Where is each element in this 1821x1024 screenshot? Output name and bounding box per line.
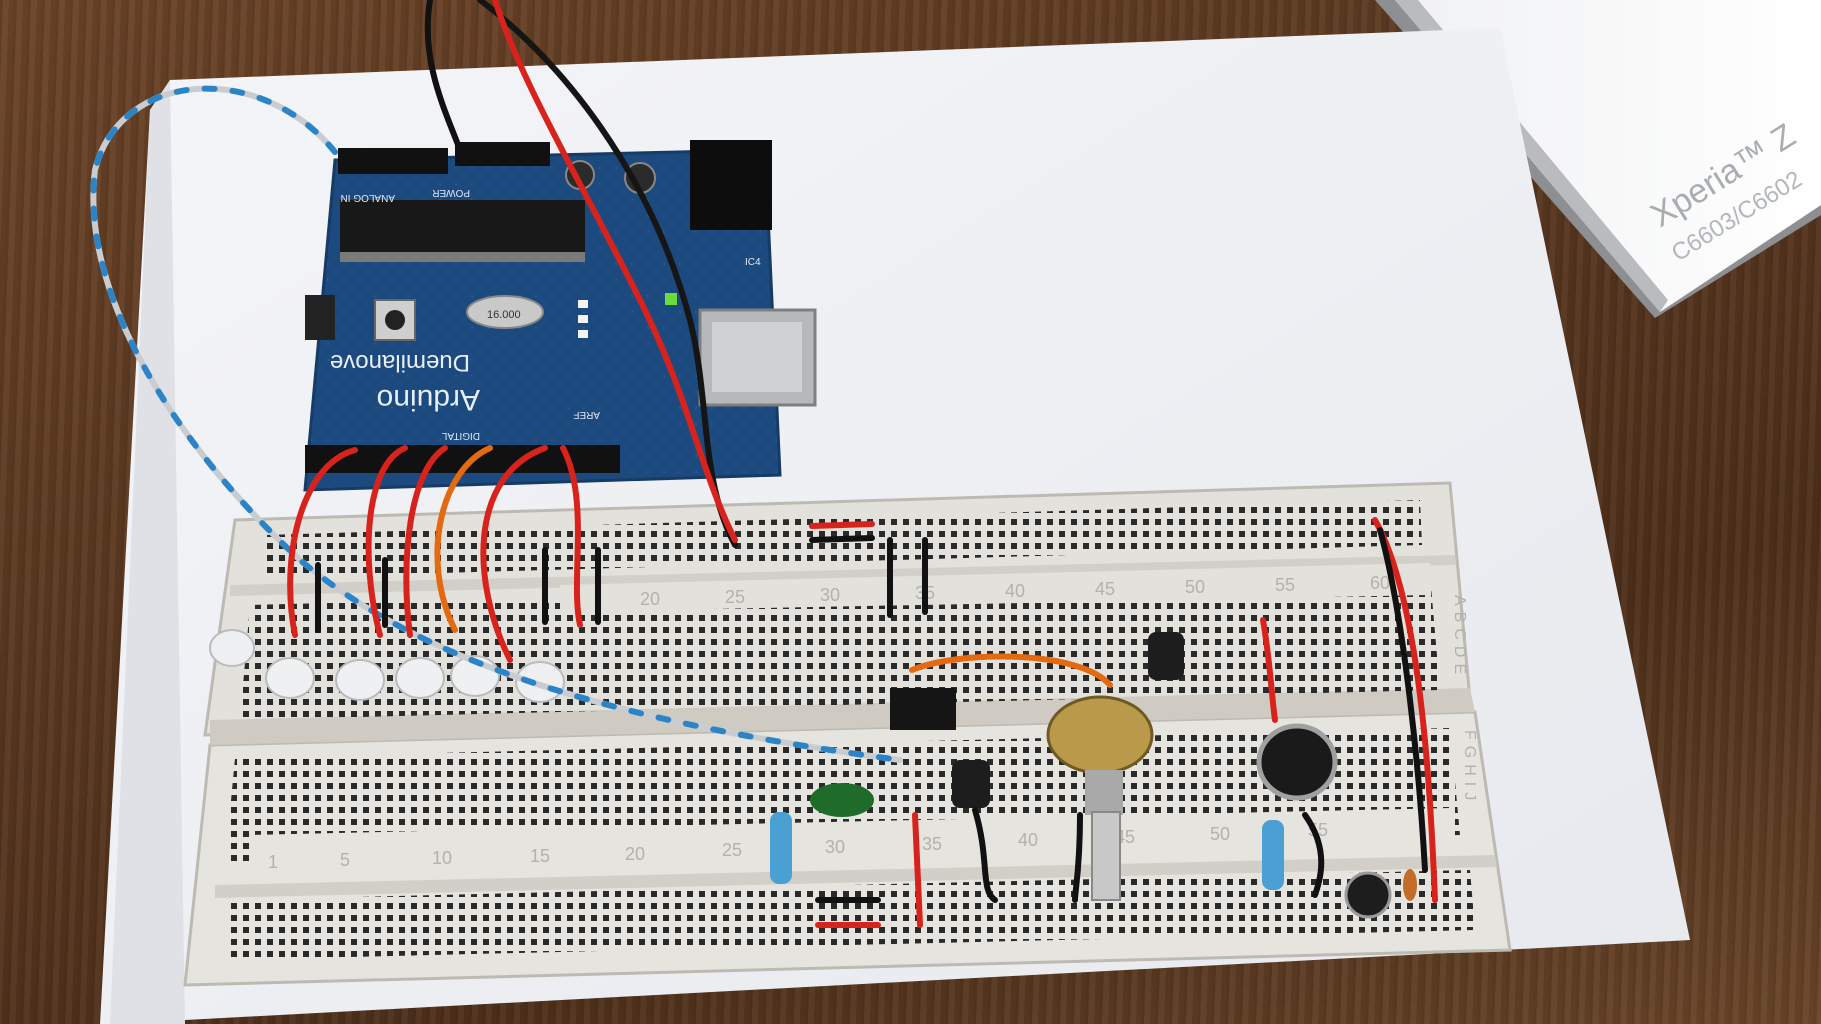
col-label-30: 30 [820, 585, 840, 605]
led-2 [265, 657, 315, 699]
crystal-label: 16.000 [487, 309, 521, 321]
col-label-55: 55 [1275, 575, 1295, 595]
led-4 [395, 657, 445, 699]
col-label-45: 45 [1095, 579, 1115, 599]
col-label-25: 25 [725, 587, 745, 607]
resistor-1 [770, 812, 792, 884]
digital-label: DIGITAL [441, 430, 480, 441]
power-label: POWER [432, 187, 470, 198]
col-label-50: 50 [1185, 577, 1205, 597]
jumper-wires [90, 0, 1438, 928]
film-capacitor [810, 783, 874, 817]
led-3 [335, 659, 385, 701]
aref-label: AREF [573, 409, 600, 420]
col-label-20: 20 [640, 589, 660, 609]
arduino-model: Duemilanove [330, 349, 470, 376]
col-label-b15: 15 [530, 846, 550, 866]
led-row [209, 629, 565, 703]
microphone [1256, 723, 1338, 801]
ic-chip [890, 688, 956, 730]
atmega-chip [340, 200, 585, 262]
col-label-b20: 20 [625, 844, 645, 864]
icsp-header [305, 295, 335, 340]
resistor-2 [1262, 820, 1284, 890]
power-jack [690, 140, 772, 230]
col-label-b25: 25 [722, 840, 742, 860]
col-label-b10: 10 [432, 848, 452, 868]
led-1 [209, 629, 255, 667]
col-label-b5: 5 [340, 850, 350, 870]
capacitor-3 [1344, 871, 1392, 919]
arduino-board: 16.000 Arduino Duemilanove POWER ANALOG … [303, 140, 817, 492]
ceramic-capacitor [1403, 869, 1417, 901]
col-label-b35: 35 [922, 834, 942, 854]
col-label-40: 40 [1005, 581, 1025, 601]
potentiometer [1046, 695, 1154, 901]
capacitor-1 [1148, 632, 1184, 680]
col-label-b50: 50 [1210, 824, 1230, 844]
col-label-b40: 40 [1018, 830, 1038, 850]
col-label-b1: 1 [268, 852, 278, 872]
col-label-b30: 30 [825, 837, 845, 857]
analog-in-label: ANALOG IN [341, 192, 395, 203]
row-letters-top: ABCDE [1451, 595, 1468, 680]
arduino-brand: Arduino [377, 383, 480, 416]
capacitor-2 [952, 760, 990, 808]
row-letters-bottom: FGHIJ [1461, 730, 1478, 806]
col-label-60: 60 [1370, 573, 1390, 593]
ic4-label: IC4 [745, 257, 761, 268]
